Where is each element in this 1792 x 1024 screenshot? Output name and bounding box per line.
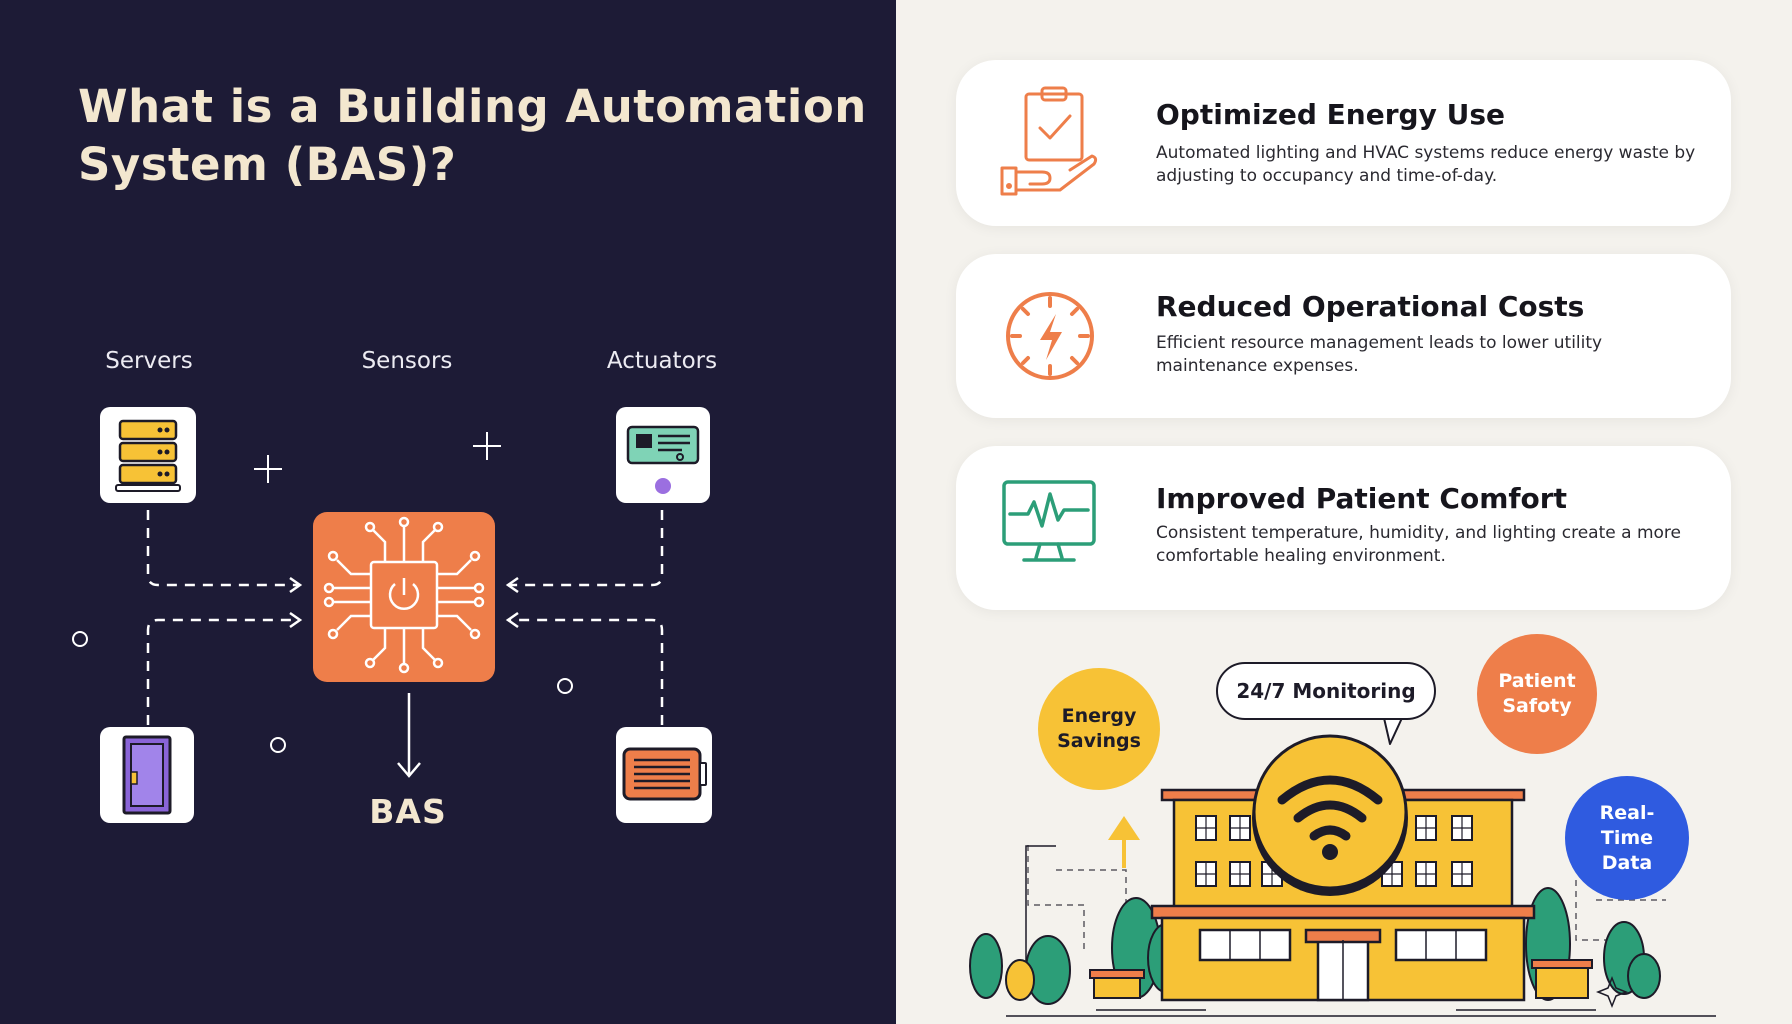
actuator-tile [616, 407, 710, 503]
bas-controller-chip [313, 512, 495, 682]
benefit-description: Efficient resource management leads to l… [1156, 333, 1603, 376]
benefit-title: Improved Patient Comfort [1156, 482, 1567, 515]
actuators-label: Actuators [606, 348, 718, 374]
benefit-description: Automated lighting and HVAC systems redu… [1156, 143, 1696, 186]
lightning-dial-icon [1006, 292, 1094, 380]
heater-tile [616, 727, 712, 823]
door-icon [122, 735, 172, 815]
arrow-up-icon [1108, 816, 1140, 868]
benefit-card-costs: Reduced Operational Costs Efficient reso… [956, 254, 1731, 418]
servers-label: Servers [105, 348, 193, 374]
real-time-data-badge: Real-Time Data [1565, 776, 1689, 900]
benefit-card-comfort: Improved Patient Comfort Consistent temp… [956, 446, 1731, 610]
benefit-description: Consistent temperature, humidity, and li… [1156, 523, 1681, 566]
energy-savings-badge: Energy Savings [1038, 668, 1160, 790]
benefit-card-energy: Optimized Energy Use Automated lighting … [956, 60, 1731, 226]
thermostat-icon [626, 425, 700, 494]
benefit-title: Reduced Operational Costs [1156, 290, 1585, 323]
bas-overview-panel: What is a Building Automation System (BA… [0, 0, 896, 1024]
clipboard-hand-icon [1000, 86, 1098, 196]
patient-safety-badge: Patient Safoty [1477, 634, 1597, 754]
heart-monitor-icon [1002, 480, 1096, 562]
server-tile [100, 407, 196, 503]
heater-icon [622, 747, 707, 801]
plus-decoration [254, 432, 501, 483]
connector-lines [72, 432, 664, 778]
monitoring-speech-bubble: 24/7 Monitoring [1216, 662, 1436, 720]
circuit-chip-icon [323, 516, 485, 674]
bas-hub-label: BAS [369, 792, 447, 831]
benefit-title: Optimized Energy Use [1156, 98, 1505, 131]
circle-decoration [72, 631, 573, 753]
door-tile [100, 727, 194, 823]
sensors-label: Sensors [361, 348, 453, 374]
server-rack-icon [115, 419, 181, 492]
hospital-building-illustration [969, 714, 1716, 1017]
benefits-panel: Optimized Energy Use Automated lighting … [896, 0, 1792, 1024]
page-title: What is a Building Automation System (BA… [78, 80, 867, 191]
wifi-icon [1252, 734, 1408, 896]
